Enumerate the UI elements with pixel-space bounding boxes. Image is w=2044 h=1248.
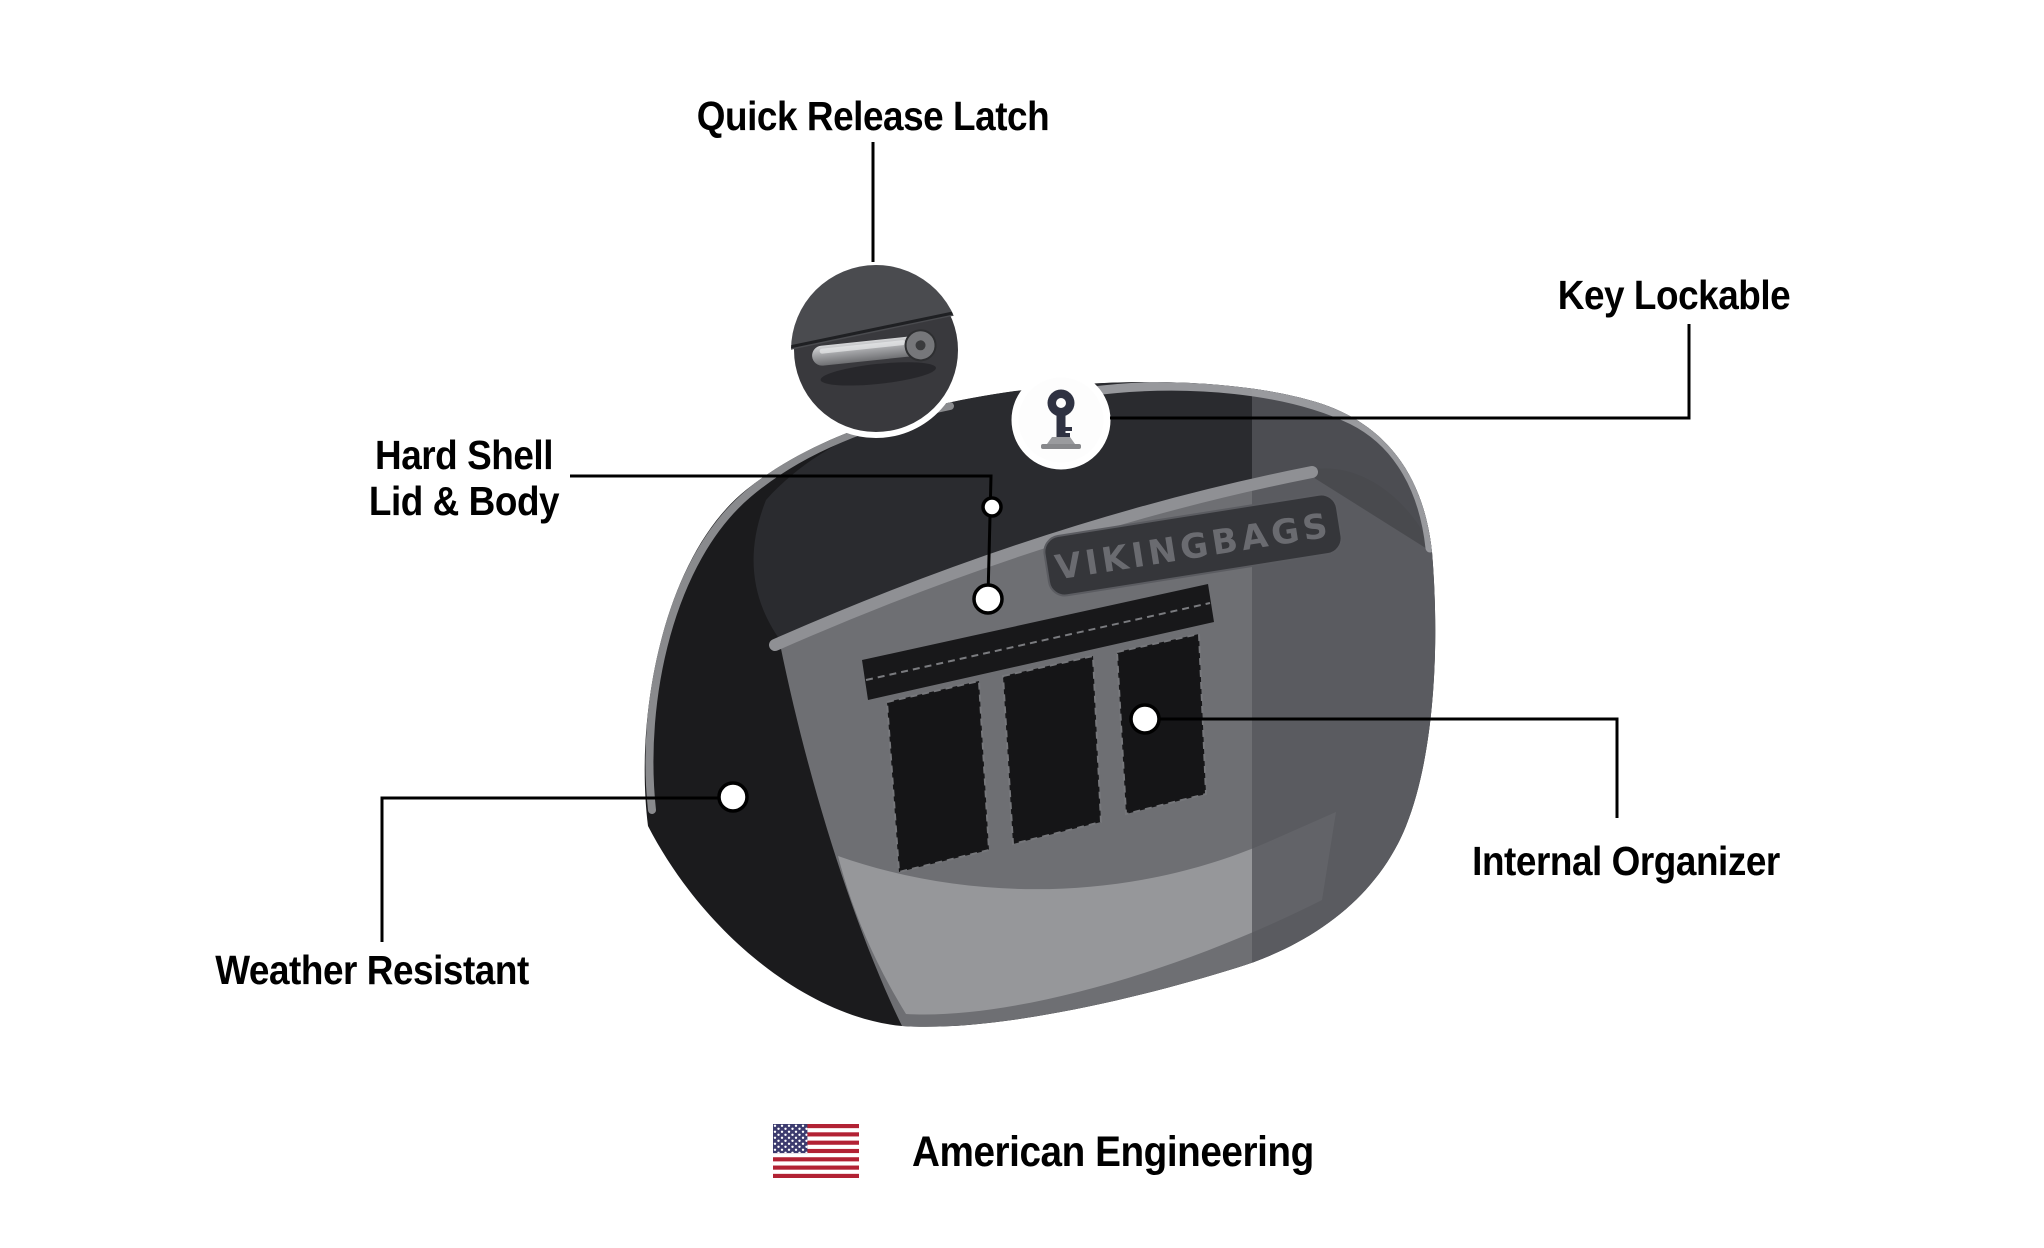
marker-internal-organizer <box>1129 703 1161 735</box>
callout-line-hard-shell <box>570 474 993 598</box>
latch-panel-upper <box>791 265 961 352</box>
weather-resistant-label-text: Weather Resistant <box>215 947 529 993</box>
latch-handle-shadow <box>820 362 936 386</box>
shell-right-shading <box>1252 381 1436 995</box>
internal-organizer-label-text: Internal Organizer <box>1472 838 1780 884</box>
key-stand-base <box>1041 444 1081 449</box>
latch-handle-highlight <box>819 340 906 354</box>
hard-shell-label-line1: Hard Shell <box>374 432 554 478</box>
latch-handle <box>812 329 937 386</box>
weather-resistant-label: Weather Resistant <box>147 947 597 994</box>
key-stand <box>1047 437 1075 444</box>
us-flag-icon <box>773 1124 859 1178</box>
quick-release-latch-label-text: Quick Release Latch <box>696 93 1050 139</box>
hard-shell-label: Hard Shell Lid & Body <box>284 432 644 524</box>
flag-stripes <box>773 1128 859 1174</box>
quick-release-latch-photo <box>788 262 964 438</box>
lid-seam-trim <box>769 466 1318 651</box>
quick-release-latch-label: Quick Release Latch <box>603 93 1143 140</box>
hard-shell-label-line2: Lid & Body <box>368 478 560 524</box>
marker-weather-resistant <box>717 781 749 813</box>
callout-lines <box>380 142 1691 942</box>
flag-stars <box>773 1124 808 1154</box>
callout-markers <box>717 496 1161 813</box>
internal-organizer-label: Internal Organizer <box>1446 838 1806 885</box>
internal-organizer-pockets <box>885 632 1208 874</box>
key-lock-inset <box>1011 370 1111 470</box>
organizer-pocket <box>1115 632 1208 816</box>
latch-pivot-pin <box>915 340 926 351</box>
marker-hard-shell-lid <box>981 496 1003 518</box>
callout-line-weather-resistant <box>380 796 718 942</box>
window-bottom-wedge <box>838 812 1336 1015</box>
logo-plate-bezel <box>1043 493 1343 597</box>
callout-line-internal-organizer <box>1159 717 1619 818</box>
organizer-pocket <box>1001 654 1103 846</box>
organizer-rail-stitching <box>865 602 1211 681</box>
marker-hard-shell-body <box>972 583 1004 615</box>
key-lockable-label: Key Lockable <box>1494 272 1854 319</box>
saddlebag-body: VIKINGBAGS <box>644 381 1436 1027</box>
top-rim-highlight <box>1080 381 1435 553</box>
organizer-rail <box>862 584 1214 700</box>
latch-panel-seam <box>791 307 961 351</box>
american-engineering-label: American Engineering <box>912 1128 1542 1176</box>
american-engineering-label-text: American Engineering <box>912 1128 1314 1176</box>
key-icon <box>1041 389 1081 449</box>
organizer-pocket <box>885 679 991 874</box>
key-lockable-label-text: Key Lockable <box>1557 272 1791 318</box>
callout-line-key-lockable <box>1110 324 1691 420</box>
